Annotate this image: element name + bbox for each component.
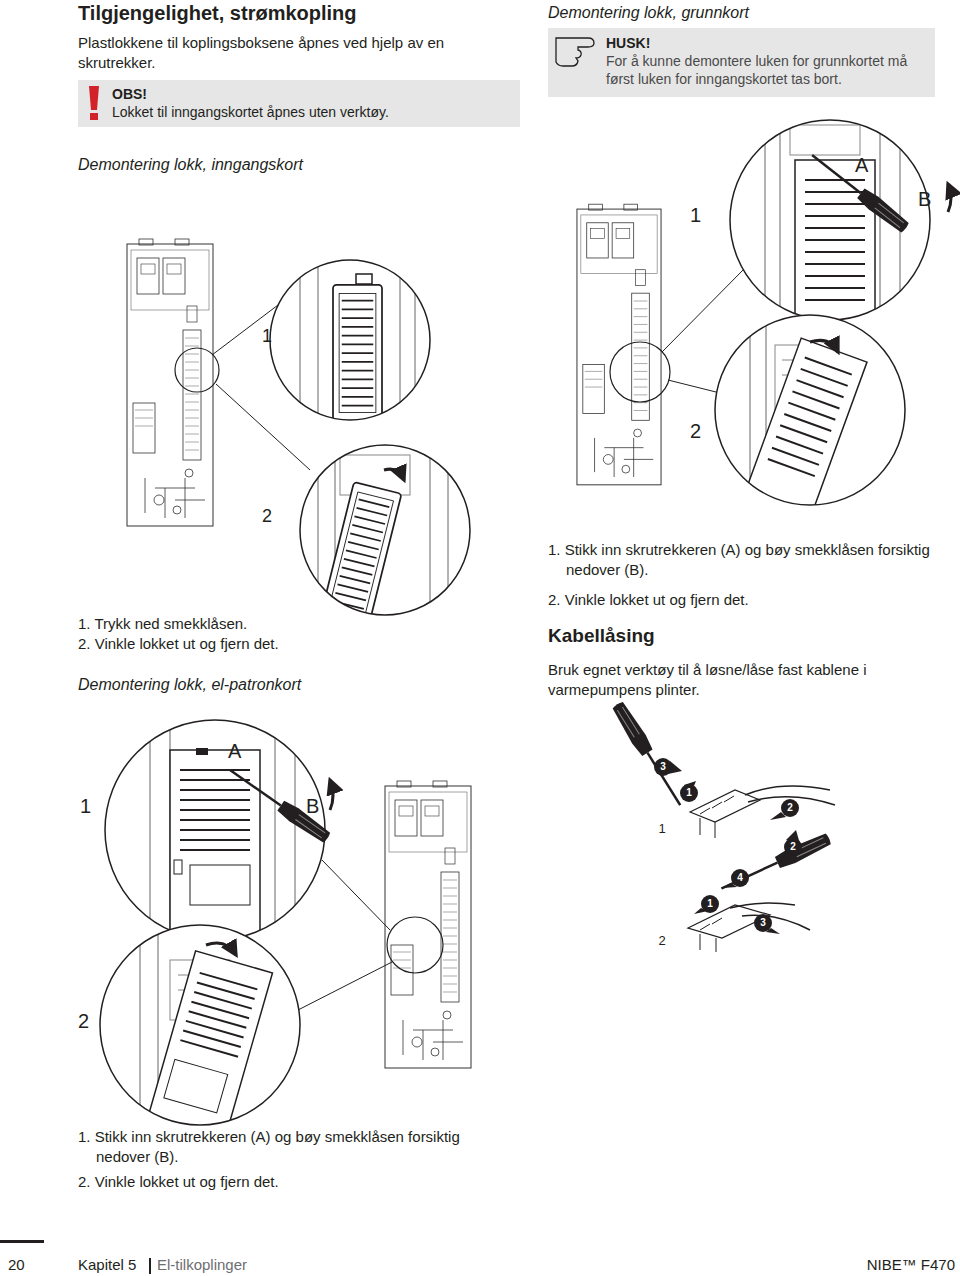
step-text: 2. Vinkle lokket ut og fjern det. (548, 590, 749, 610)
section-heading: Demontering lokk, inngangskort (78, 155, 303, 176)
obs-note: OBS!Lokket til inngangskortet åpnes uten… (78, 80, 520, 127)
chapter-label: Kapitel 5 (78, 1255, 136, 1275)
callout-letter: B (918, 186, 931, 212)
callout-number: 2 (78, 1008, 89, 1034)
step-text: 1. Stikk inn skrutrekkeren (A) og bøy sm… (78, 1127, 518, 1166)
note-heading: HUSK! (606, 34, 927, 52)
section-heading: Kabellåsing (548, 624, 655, 649)
callout-number: 1 (655, 822, 669, 836)
step-text: 1. Trykk ned smekklåsen. (78, 614, 247, 634)
callout-number: 1 (703, 897, 717, 911)
note-body: Lokket til inngangskortet åpnes uten ver… (112, 103, 512, 121)
callout-number: 2 (655, 934, 669, 948)
section-heading: Demontering lokk, el-patronkort (78, 675, 301, 696)
callout-letter: A (228, 738, 241, 764)
step-text: 2. Vinkle lokket ut og fjern det. (78, 1172, 279, 1192)
husk-note: HUSK!For å kunne demontere luken for gru… (548, 28, 935, 97)
callout-letter: B (306, 793, 319, 819)
step-text: 1. Stikk inn skrutrekkeren (A) og bøy sm… (548, 540, 948, 579)
note-body: For å kunne demontere luken for grunnkor… (606, 52, 927, 88)
page-number: 20 (8, 1255, 25, 1275)
callout-number: 2 (783, 801, 797, 815)
callout-number: 2 (690, 418, 701, 444)
page-title: Tilgjengelighet, strømkopling (78, 0, 357, 26)
callout-number: 1 (682, 786, 696, 800)
intro-text: Plastlokkene til koplingsboksene åpnes v… (78, 33, 518, 72)
step-text: 2. Vinkle lokket ut og fjern det. (78, 634, 279, 654)
callout-number: 3 (656, 760, 670, 774)
callout-number: 1 (262, 325, 272, 348)
callout-number: 4 (733, 871, 747, 885)
section-heading: Demontering lokk, grunnkort (548, 3, 749, 24)
body-text: Bruk egnet verktøy til å løsne/låse fast… (548, 660, 948, 699)
product-name: NIBE™ F470 (835, 1255, 955, 1275)
note-heading: OBS! (112, 85, 512, 103)
callout-number: 1 (690, 202, 701, 228)
callout-letter: A (855, 152, 868, 178)
callout-number: 3 (756, 916, 770, 930)
callout-number: 2 (262, 505, 272, 528)
callout-number: 1 (80, 793, 91, 819)
chapter-title: El-tilkoplinger (157, 1255, 247, 1275)
callout-number: 2 (786, 840, 800, 854)
